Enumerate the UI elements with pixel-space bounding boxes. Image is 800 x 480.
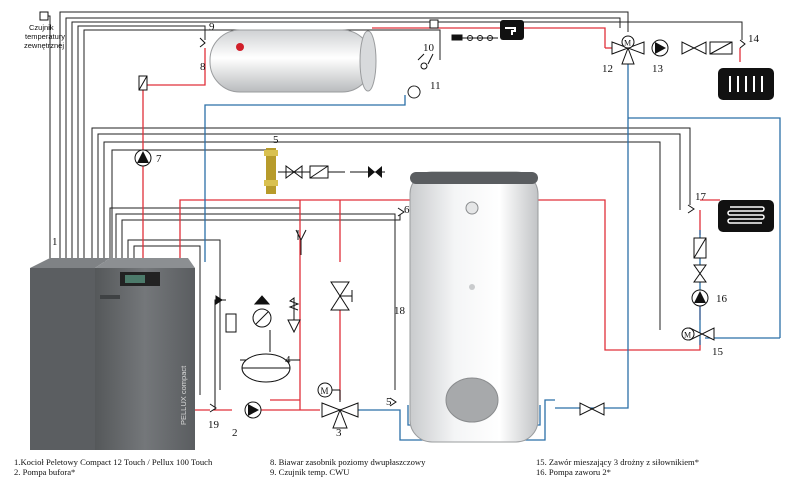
svg-text:8: 8 <box>200 61 206 73</box>
svg-text:10: 10 <box>423 42 435 54</box>
thermometer-dot <box>236 43 244 51</box>
valve-motor-icon: M M M <box>317 35 695 402</box>
dhw-fittings <box>417 19 498 70</box>
svg-text:Czujnik: Czujnik <box>29 23 54 32</box>
pump-16-icon <box>691 289 709 307</box>
legend-item: 9. Czujnik temp. CWU <box>270 467 350 477</box>
svg-text:temperatury: temperatury <box>25 32 65 41</box>
svg-text:7: 7 <box>156 153 162 165</box>
svg-text:19: 19 <box>208 419 220 431</box>
legend-item: 1.Kocioł Peletowy Compact 12 Touch / Pel… <box>14 457 213 467</box>
svg-text:6: 6 <box>404 204 410 216</box>
svg-text:12: 12 <box>602 63 613 75</box>
legend-column-1: 1.Kocioł Peletowy Compact 12 Touch / Pel… <box>14 457 212 477</box>
svg-text:9: 9 <box>209 21 215 33</box>
legend-column-3: 15. Zawór mieszający 3 drożny z siłownik… <box>536 457 699 477</box>
svg-text:4: 4 <box>285 354 291 366</box>
pump-7-icon <box>134 149 152 167</box>
svg-text:18: 18 <box>394 305 406 317</box>
hot-supply-pipes <box>142 27 741 411</box>
pump-2-icon <box>244 401 262 419</box>
sensor-label: Czujnik temperatury zewnętrznej <box>24 23 65 50</box>
radiator <box>718 68 774 100</box>
buffer-tank <box>409 171 539 443</box>
expansion-vessel <box>240 330 300 383</box>
outdoor-sensor-icon <box>39 11 49 21</box>
svg-text:3: 3 <box>336 427 342 439</box>
svg-text:16: 16 <box>716 293 728 305</box>
tap-icon <box>500 20 524 40</box>
temperature-sensors <box>199 37 746 413</box>
safety-group <box>214 295 301 410</box>
svg-text:zewnętrznej: zewnętrznej <box>24 41 64 50</box>
boiler-brand: PELLUX compact <box>179 365 188 425</box>
mixing-group <box>264 148 385 255</box>
svg-text:17: 17 <box>695 191 707 203</box>
horizontal-dhw-tank <box>209 29 421 99</box>
svg-text:M: M <box>624 39 631 48</box>
legend-item: 8. Biawar zasobnik poziomy dwupłaszczowy <box>270 457 426 467</box>
svg-text:11: 11 <box>430 80 441 92</box>
svg-text:M: M <box>684 331 691 340</box>
component-numbers: 1 2 3 4 5 5 6 7 8 9 10 11 12 13 14 15 16… <box>52 21 760 439</box>
svg-text:2: 2 <box>232 427 238 439</box>
pellet-boiler: PELLUX compact <box>30 258 195 450</box>
svg-text:5: 5 <box>386 396 392 408</box>
floor-heating-panel <box>718 200 774 232</box>
svg-text:15: 15 <box>712 346 724 358</box>
check-valves <box>138 41 733 259</box>
svg-text:13: 13 <box>652 63 664 75</box>
legend-column-2: 8. Biawar zasobnik poziomy dwupłaszczowy… <box>270 457 425 477</box>
pump-13-icon <box>651 39 669 57</box>
svg-text:M: M <box>321 386 329 396</box>
svg-text:14: 14 <box>748 33 760 45</box>
svg-text:5: 5 <box>273 134 279 146</box>
svg-text:1: 1 <box>52 236 58 248</box>
legend-item: 15. Zawór mieszający 3 drożny z siłownik… <box>536 457 699 467</box>
legend-item: 2. Pompa bufora* <box>14 467 76 477</box>
legend-item: 16. Pompa zaworu 2* <box>536 467 611 477</box>
